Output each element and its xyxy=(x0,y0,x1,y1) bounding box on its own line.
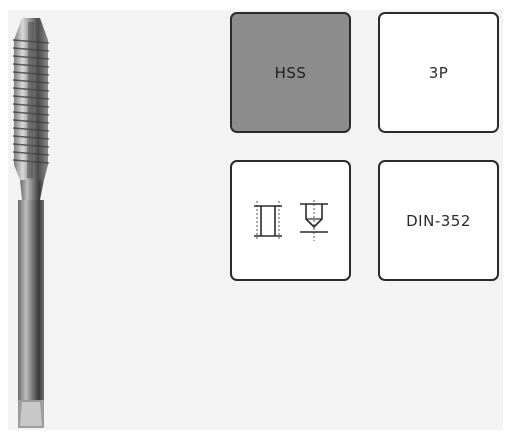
hole-type-tile[interactable] xyxy=(230,160,351,281)
standard-label: DIN-352 xyxy=(406,211,471,230)
standard-tile-din-352[interactable]: DIN-352 xyxy=(378,160,499,281)
blind-hole-icon xyxy=(299,199,328,241)
variant-label: 3P xyxy=(428,63,449,82)
variant-tile-3p[interactable]: 3P xyxy=(378,12,499,133)
tap-tool-image xyxy=(12,18,50,428)
hole-type-icons xyxy=(251,199,331,243)
material-tile-hss[interactable]: HSS xyxy=(230,12,351,133)
material-label: HSS xyxy=(274,63,307,82)
through-hole-icon xyxy=(253,200,282,241)
